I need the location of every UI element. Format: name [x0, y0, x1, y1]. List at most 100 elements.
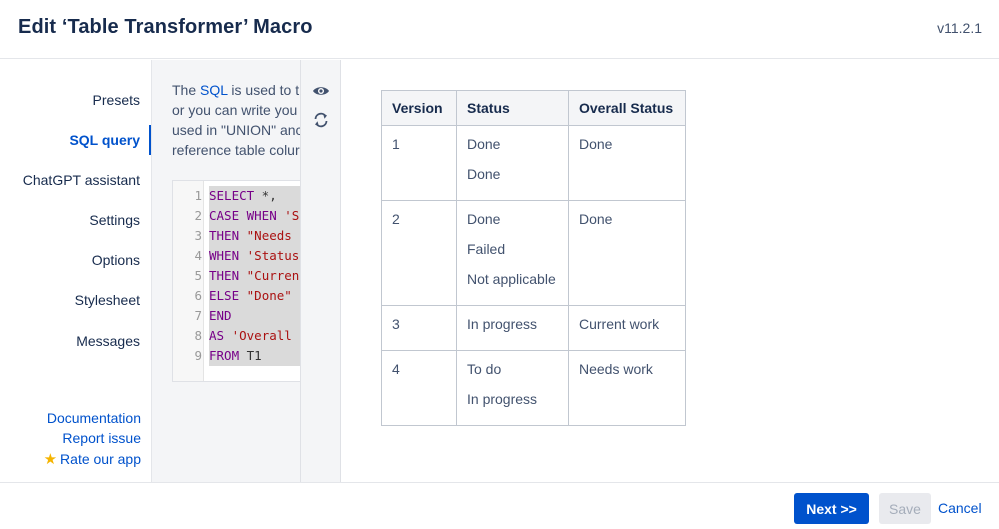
cell-text: To do: [467, 361, 502, 377]
table-row: 3 In progress Current work: [381, 305, 686, 351]
sidebar-nav: Presets SQL query ChatGPT assistant Sett…: [0, 60, 152, 482]
dialog-title: Edit ‘Table Transformer’ Macro: [18, 16, 313, 38]
column-header-status: Status: [456, 90, 569, 126]
star-icon: ★: [43, 451, 58, 468]
cell-overall-status: Done: [568, 200, 686, 306]
desc-text: or you can write you: [172, 102, 298, 118]
sql-token: WHEN: [209, 248, 240, 263]
line-number: 2: [194, 208, 202, 223]
cell-version: 2: [381, 200, 457, 306]
save-button[interactable]: Save: [879, 493, 931, 524]
cell-text: Done: [467, 166, 501, 182]
sidebar-item-stylesheet[interactable]: Stylesheet: [74, 292, 140, 308]
sql-token: CASE WHEN: [209, 208, 277, 223]
desc-text: is used to tr: [227, 82, 300, 98]
sql-token: AS: [209, 328, 225, 343]
sidebar-item-messages[interactable]: Messages: [76, 333, 140, 349]
dialog-header: Edit ‘Table Transformer’ Macro v11.2.1: [0, 0, 999, 59]
sidebar-item-chatgpt-assistant[interactable]: ChatGPT assistant: [22, 172, 140, 188]
sidebar-item-presets[interactable]: Presets: [92, 92, 140, 108]
code-text: THEN "Needs: [209, 226, 300, 246]
sql-doc-link[interactable]: SQL: [200, 82, 228, 98]
code-text: CASE WHEN 'S: [209, 206, 300, 226]
code-line[interactable]: 9 FROM T1: [173, 346, 300, 366]
sql-token: [239, 248, 247, 263]
desc-text: used in "UNION" anc: [172, 122, 300, 138]
sql-token: "Curren: [246, 268, 300, 283]
code-line[interactable]: 8 AS 'Overall: [173, 326, 300, 346]
sidebar-item-sql-query[interactable]: SQL query: [69, 132, 140, 148]
code-line[interactable]: 3 THEN "Needs: [173, 226, 300, 246]
code-line[interactable]: 1 SELECT *,: [173, 186, 300, 206]
cancel-button[interactable]: Cancel: [938, 500, 982, 516]
line-number: 9: [194, 348, 202, 363]
line-number: 3: [194, 228, 202, 243]
eye-icon[interactable]: [312, 82, 330, 100]
code-text: THEN "Curren: [209, 266, 300, 286]
sql-editor-panel: The SQL is used to tr or you can write y…: [152, 60, 300, 482]
sql-token: "Done": [246, 288, 292, 303]
documentation-link[interactable]: Documentation: [46, 410, 141, 426]
code-text: ELSE "Done": [209, 286, 300, 306]
dialog-footer: Next >> Save Cancel: [0, 482, 999, 529]
cell-text: Done: [579, 211, 613, 227]
cell-overall-status: Done: [568, 125, 686, 201]
sidebar-item-options[interactable]: Options: [91, 252, 140, 268]
cell-overall-status: Current work: [568, 305, 686, 351]
version-label: v11.2.1: [937, 20, 982, 36]
code-line[interactable]: 2 CASE WHEN 'S: [173, 206, 300, 226]
cell-text: In progress: [467, 391, 538, 407]
sql-description: The SQL is used to tr or you can write y…: [172, 80, 300, 160]
cell-text: In progress: [467, 316, 538, 332]
code-text: SELECT *,: [209, 186, 300, 206]
refresh-icon[interactable]: [312, 111, 330, 129]
sql-token: 'S: [284, 208, 300, 223]
sql-token: [224, 328, 232, 343]
cell-text: 1: [392, 136, 400, 152]
cell-status: To do In progress: [456, 350, 569, 426]
cell-overall-status: Needs work: [568, 350, 686, 426]
sql-token: THEN: [209, 268, 240, 283]
sql-token: THEN: [209, 228, 240, 243]
editor-toolbar: [300, 60, 341, 482]
active-indicator: [149, 125, 151, 155]
cell-version: 3: [381, 305, 457, 351]
line-number: 4: [194, 248, 202, 263]
table-row: 4 To do In progress Needs work: [381, 350, 686, 426]
cell-text: 4: [392, 361, 400, 377]
cell-text: 3: [392, 316, 400, 332]
column-header-version: Version: [381, 90, 457, 126]
desc-text: reference table colur: [172, 142, 300, 158]
code-text: AS 'Overall: [209, 326, 300, 346]
sql-token: "Needs: [246, 228, 292, 243]
sql-token: 'Overall: [231, 328, 292, 343]
line-number: 8: [194, 328, 202, 343]
code-line[interactable]: 4 WHEN 'Status: [173, 246, 300, 266]
cell-text: Done: [579, 136, 613, 152]
report-issue-link[interactable]: Report issue: [62, 430, 141, 446]
sql-token: [239, 268, 247, 283]
next-button[interactable]: Next >>: [794, 493, 869, 524]
sql-token: *,: [254, 188, 277, 203]
sql-token: SELECT: [209, 188, 255, 203]
cell-version: 1: [381, 125, 457, 201]
cell-text: Done: [467, 136, 501, 152]
code-text: WHEN 'Status: [209, 246, 300, 266]
rate-app-link[interactable]: ★Rate our app: [44, 450, 141, 468]
cell-status: In progress: [456, 305, 569, 351]
cell-text: Not applicable: [467, 271, 556, 287]
sql-token: [239, 228, 247, 243]
sidebar-item-settings[interactable]: Settings: [89, 212, 140, 228]
line-number: 1: [194, 188, 202, 203]
cell-text: Failed: [467, 241, 506, 257]
code-text: FROM T1: [209, 346, 300, 366]
desc-text: The: [172, 82, 201, 98]
